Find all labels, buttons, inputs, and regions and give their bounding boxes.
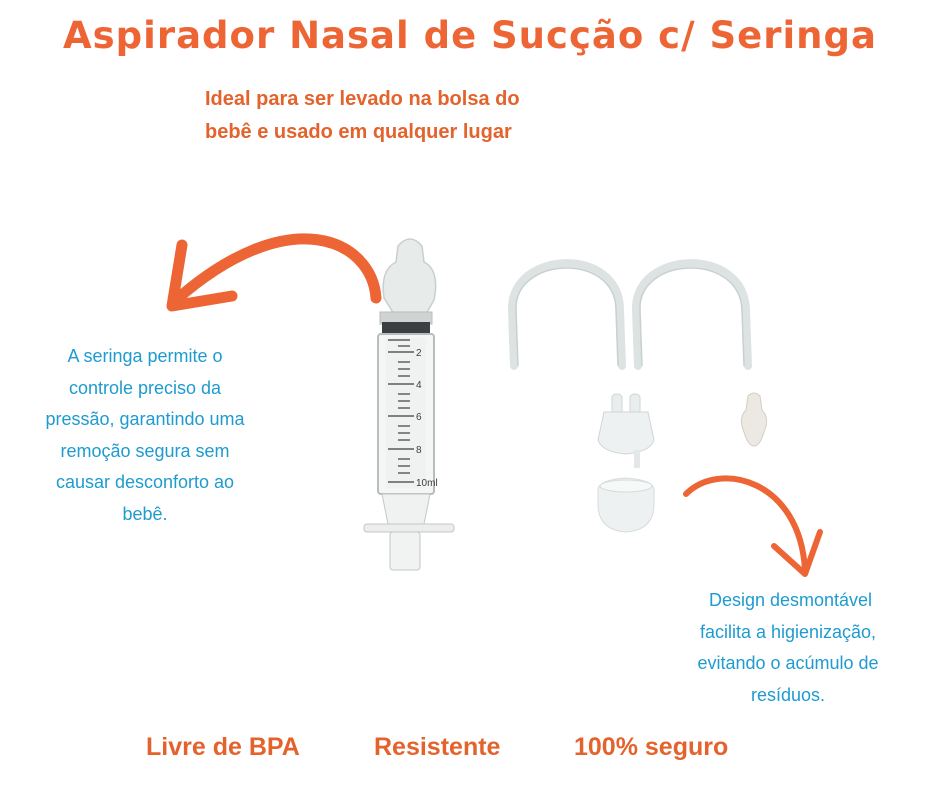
page-title: Aspirador Nasal de Sucção c/ Seringa — [63, 14, 877, 57]
design-description-line: resíduos. — [750, 684, 826, 705]
subtitle-line-2: bebê e usado em qualquer lugar — [205, 121, 512, 143]
feature-bpa-free: Livre de BPA — [146, 733, 300, 761]
curved-arrow-right-icon — [683, 475, 823, 577]
feature-safe: 100% seguro — [574, 733, 729, 761]
scale-label: 8 — [416, 445, 422, 456]
collector-cup-image — [597, 477, 655, 533]
syringe-description: A seringa permite o controle preciso da … — [14, 341, 276, 530]
nasal-tip-image — [740, 392, 768, 447]
subtitle: Ideal para ser levado na bolsa do bebê e… — [205, 83, 655, 149]
subtitle-line-1: Ideal para ser levado na bolsa do — [205, 88, 520, 110]
syringe-description-line: A seringa permite o — [67, 346, 223, 366]
syringe-description-line: bebê. — [122, 503, 168, 524]
feature-resistant: Resistente — [374, 733, 501, 761]
scale-label: 10ml — [416, 478, 438, 489]
scale-label: 2 — [416, 348, 422, 359]
design-description: Design desmontável facilita a higienizaç… — [672, 585, 904, 711]
curved-arrow-left-icon — [166, 233, 382, 312]
scale-label: 6 — [416, 412, 422, 423]
design-description-line: facilita a higienização, — [699, 621, 877, 642]
features-footer: Livre de BPA Resistente 100% seguro — [0, 733, 940, 769]
syringe-description-line: causar desconforto ao — [55, 472, 235, 492]
syringe-image: 2 4 6 8 10ml — [363, 238, 455, 571]
tube-image — [507, 259, 752, 370]
syringe-description-line: remoção segura sem — [60, 440, 230, 461]
design-description-line: Design desmontável — [703, 590, 873, 610]
scale-label: 4 — [416, 380, 422, 391]
design-description-line: evitando o acúmulo de — [697, 653, 879, 673]
syringe-description-line: controle preciso da — [68, 377, 222, 398]
syringe-description-line: pressão, garantindo uma — [45, 409, 245, 429]
aspirator-nozzle-image — [597, 393, 655, 468]
